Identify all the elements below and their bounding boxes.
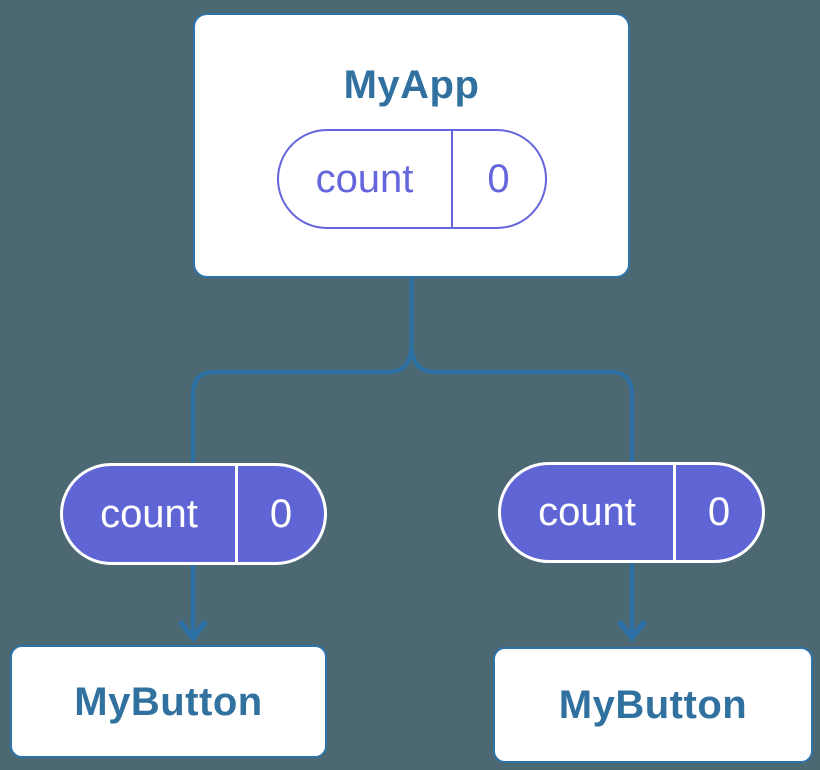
node-title: MyButton bbox=[74, 679, 263, 724]
state-pill: count 0 bbox=[276, 129, 547, 229]
tree-branch-right bbox=[409, 343, 634, 468]
mybutton-node-left: MyButton bbox=[10, 645, 327, 758]
state-name: count bbox=[279, 131, 453, 227]
prop-name: count bbox=[63, 466, 238, 562]
prop-pill-left: count 0 bbox=[60, 463, 327, 565]
arrow-left-head bbox=[177, 619, 209, 643]
arrow-right-head bbox=[616, 619, 648, 643]
prop-pill-right: count 0 bbox=[498, 462, 765, 563]
tree-branch-left bbox=[191, 343, 414, 468]
node-title: MyButton bbox=[558, 683, 748, 727]
prop-value: 0 bbox=[707, 490, 731, 534]
state-value: 0 bbox=[487, 156, 510, 201]
prop-name: count bbox=[501, 465, 676, 560]
prop-value: 0 bbox=[269, 491, 293, 536]
myapp-node: MyApp count 0 bbox=[193, 13, 630, 278]
mybutton-node-right: MyButton bbox=[493, 647, 813, 763]
node-title: MyApp bbox=[343, 63, 480, 107]
